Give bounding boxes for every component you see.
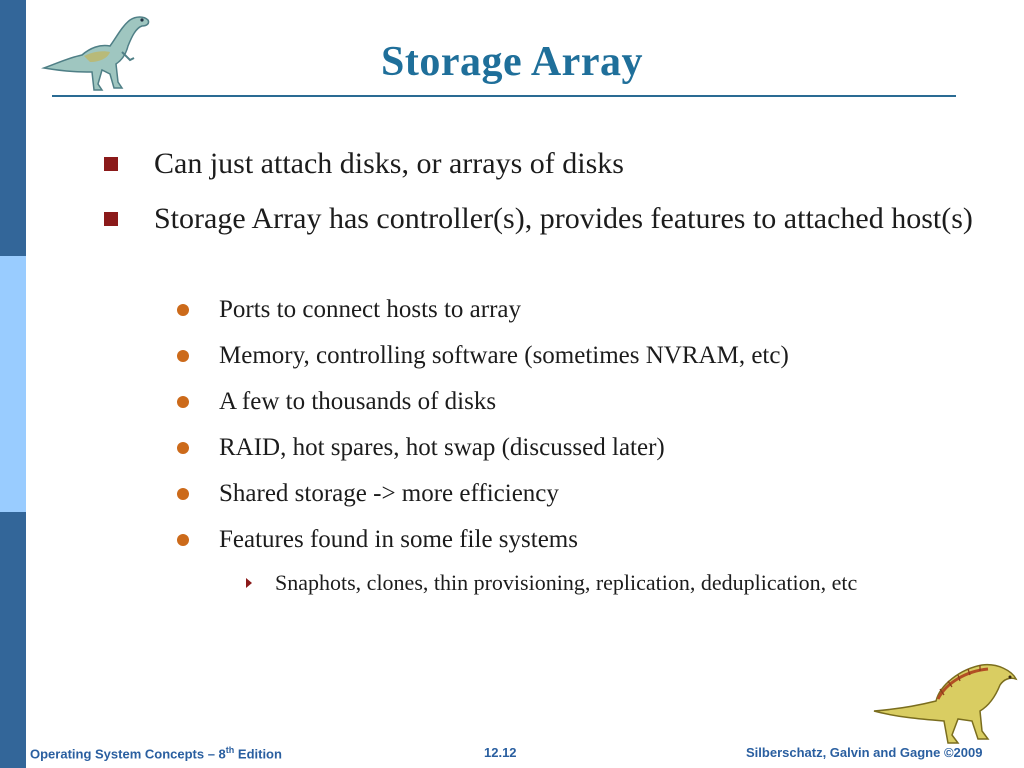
footer-page-number: 12.12: [484, 745, 517, 760]
sub-bullet-text: Shared storage -> more efficiency: [219, 480, 559, 507]
round-bullet-icon: [177, 488, 189, 500]
sub-bullet-text: RAID, hot spares, hot swap (discussed la…: [219, 434, 665, 461]
round-bullet-icon: [177, 350, 189, 362]
footer-authors: Silberschatz, Galvin and Gagne ©2009: [746, 745, 983, 760]
sub-sub-bullet-text: Snaphots, clones, thin provisioning, rep…: [275, 570, 858, 595]
dinosaur-standing-icon: [41, 16, 150, 91]
arrow-bullet-icon: [246, 578, 252, 588]
sub-bullet-text: Features found in some file systems: [219, 526, 578, 553]
round-bullet-icon: [177, 396, 189, 408]
sub-bullet-text: Ports to connect hosts to array: [219, 296, 522, 323]
round-bullet-icon: [177, 304, 189, 316]
title-divider: [52, 95, 956, 97]
square-bullet-icon: [104, 157, 118, 171]
bullet-text: Storage Array has controller(s), provide…: [154, 202, 973, 235]
side-bar-highlight: [0, 256, 26, 512]
square-bullet-icon: [104, 212, 118, 226]
dinosaur-sail-back-icon: [873, 663, 1018, 744]
sub-bullet-text: Memory, controlling software (sometimes …: [219, 342, 789, 369]
side-bar: [0, 0, 26, 768]
round-bullet-icon: [177, 442, 189, 454]
bullet-text: Can just attach disks, or arrays of disk…: [154, 147, 624, 180]
footer-book-title: Operating System Concepts – 8th Edition: [30, 745, 282, 762]
round-bullet-icon: [177, 534, 189, 546]
slide-title: Storage Array: [381, 39, 643, 85]
sub-bullet-text: A few to thousands of disks: [219, 388, 497, 415]
